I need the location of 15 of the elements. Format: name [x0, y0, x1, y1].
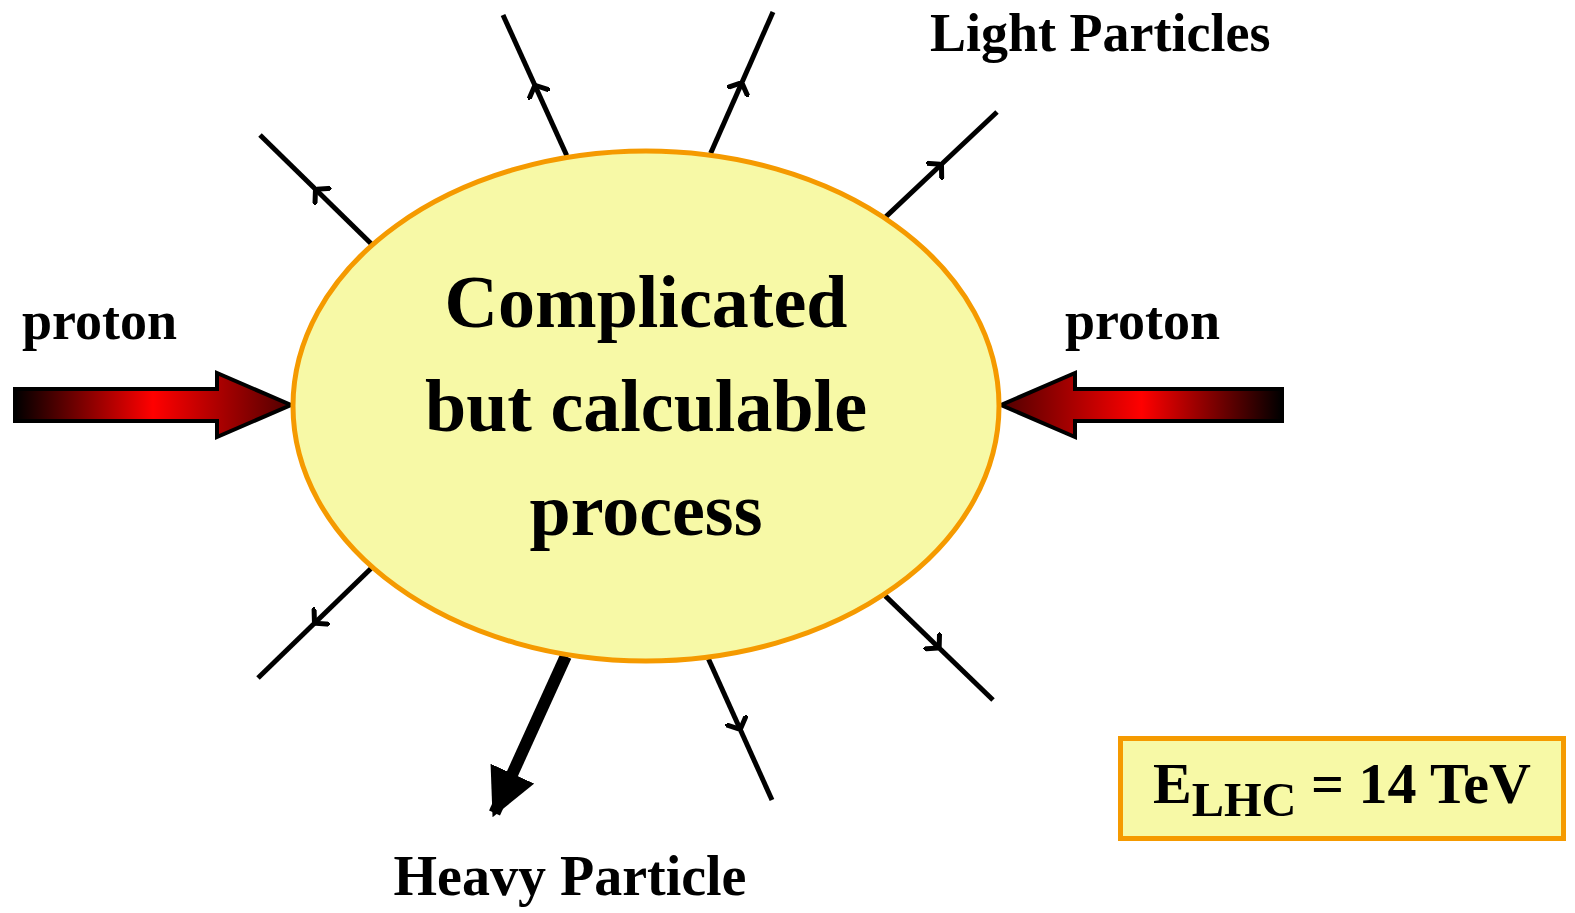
- arrow: [312, 185, 373, 246]
- energy-label: E$_{LHC}$ = 14 TeV: [1153, 750, 1531, 827]
- arrow: [884, 160, 945, 219]
- arrow: [311, 566, 373, 627]
- particle-label: Heavy Particle: [340, 843, 800, 909]
- text-label: proton: [22, 290, 178, 352]
- arrow: [526, 82, 569, 157]
- text-label: Light Particles: [930, 2, 1271, 64]
- text-label: proton: [1065, 290, 1221, 352]
- arrow: [883, 594, 943, 652]
- arrow: [708, 80, 751, 155]
- arrow: [489, 653, 572, 818]
- arrow: [706, 657, 750, 732]
- energy-box: [1118, 736, 1566, 841]
- process-label: Complicated but calculable process: [424, 260, 868, 553]
